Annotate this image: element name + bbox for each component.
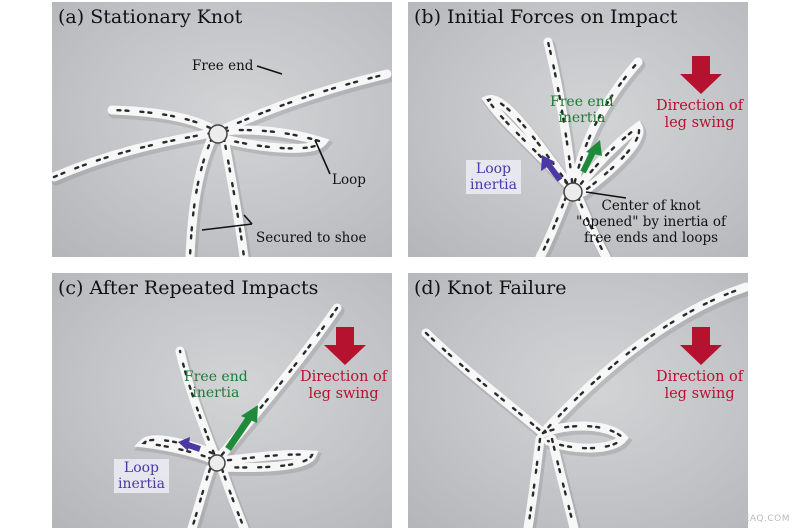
lace-illustration xyxy=(421,282,748,528)
panel-title: (c) After Repeated Impacts xyxy=(58,277,319,299)
direction-arrow xyxy=(680,56,722,94)
panel-stationary-knot: (a) Stationary Knot Free end Loop Secure… xyxy=(52,2,392,257)
center-of-knot-label: Center of knot "opened" by inertia of fr… xyxy=(576,198,727,246)
panel-knot-failure: (d) Knot Failure Direction of leg swing xyxy=(408,273,748,528)
direction-arrow xyxy=(324,327,366,365)
loop-inertia-arrow xyxy=(178,437,201,452)
direction-arrow xyxy=(680,327,722,365)
loop-inertia-arrow xyxy=(541,155,563,182)
free-end-inertia-arrow xyxy=(225,405,258,451)
lace-illustration xyxy=(52,65,392,257)
secured-label: Secured to shoe xyxy=(256,230,367,246)
panel-title: (d) Knot Failure xyxy=(414,277,567,299)
panel-title: (a) Stationary Knot xyxy=(58,6,243,28)
lace-illustration xyxy=(481,37,722,257)
free-end-inertia-arrow xyxy=(580,140,602,174)
free-end-label: Free end xyxy=(192,58,254,74)
panel-initial-forces: (b) Initial Forces on Impact Free end in… xyxy=(408,2,748,257)
direction-label: Direction of leg swing xyxy=(656,369,744,402)
panel-title: (b) Initial Forces on Impact xyxy=(414,6,678,28)
panel-repeated-impacts: (c) After Repeated Impacts Free end iner… xyxy=(52,273,392,528)
loop-inertia-label: Loop inertia xyxy=(114,459,169,493)
direction-label: Direction of leg swing xyxy=(300,369,388,402)
loop-label: Loop xyxy=(332,172,366,188)
free-end-inertia-label: Free end inertia xyxy=(184,369,248,401)
loop-inertia-label: Loop inertia xyxy=(466,160,521,194)
free-end-inertia-label: Free end inertia xyxy=(550,94,614,126)
lace-illustration xyxy=(133,303,366,528)
direction-label: Direction of leg swing xyxy=(656,98,744,131)
watermark: SCIENCEAQ.COM xyxy=(707,514,790,524)
